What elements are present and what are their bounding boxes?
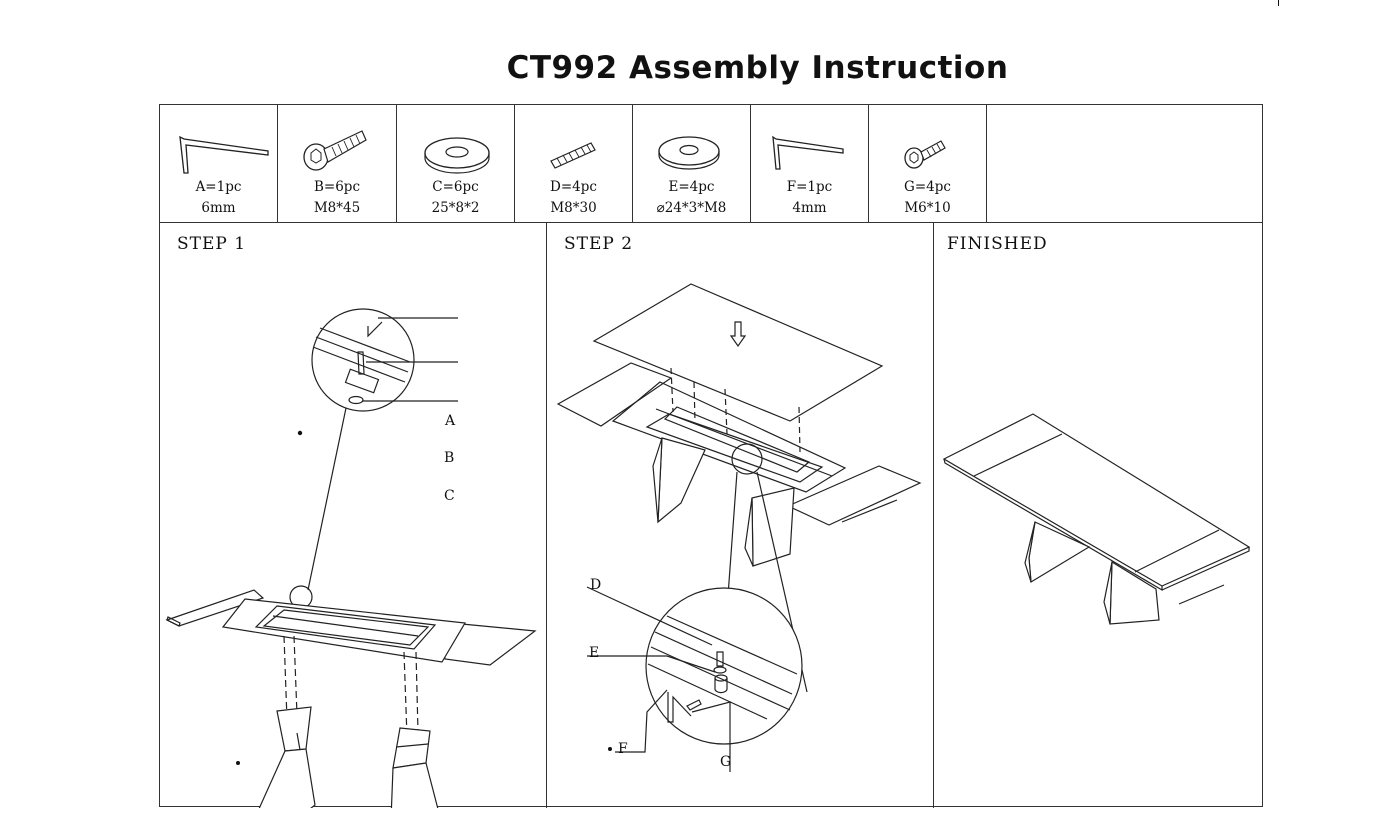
part-g: G=4pc M6*10: [869, 105, 987, 222]
part-c-spec: 25*8*2: [431, 200, 480, 216]
allen-key-icon: [179, 135, 269, 174]
instruction-frame: A=1pc 6mm B=6pc M8*45: [159, 104, 1264, 808]
step2-panel: STEP 2: [547, 222, 934, 808]
step1-diagram: [165, 308, 537, 808]
callout-f: F: [618, 741, 628, 757]
part-b-label: B=6pc: [313, 179, 361, 195]
step1-title: STEP 1: [177, 234, 247, 254]
part-c: C=6pc 25*8*2: [397, 105, 515, 222]
page-title: CT992 Assembly Instruction: [506, 50, 1009, 86]
part-e-label: E=4pc: [668, 179, 715, 195]
part-g-label: G=4pc: [904, 179, 951, 195]
part-b-spec: M8*45: [313, 200, 361, 216]
callout-e: E: [589, 645, 600, 661]
parts-list: A=1pc 6mm B=6pc M8*45: [160, 105, 1262, 223]
part-e-spec: ⌀24*3*M8: [656, 200, 727, 216]
callout-b: B: [444, 450, 455, 466]
part-a-spec: 6mm: [201, 200, 236, 216]
scan-dot: [236, 761, 240, 765]
allen-key-icon: [772, 135, 844, 170]
part-c-label: C=6pc: [432, 179, 479, 195]
part-e: E=4pc ⌀24*3*M8: [633, 105, 751, 222]
threaded-rod-icon: [550, 142, 596, 169]
part-f-spec: 4mm: [792, 200, 827, 216]
step1-panel: STEP 1: [160, 222, 547, 808]
part-f-label: F=1pc: [786, 179, 833, 195]
finished-panel: FINISHED: [934, 222, 1264, 808]
callout-g: G: [720, 754, 732, 770]
finished-diagram: [942, 413, 1251, 625]
part-a: A=1pc 6mm: [160, 105, 278, 222]
part-f: F=1pc 4mm: [751, 105, 869, 222]
step2-title: STEP 2: [564, 234, 634, 254]
callout-a: A: [445, 413, 456, 429]
part-a-label: A=1pc: [195, 179, 242, 195]
scan-edge-mark: [1278, 0, 1279, 6]
callout-d: D: [590, 577, 602, 593]
part-g-spec: M6*10: [904, 200, 951, 216]
finished-title: FINISHED: [947, 234, 1048, 254]
part-d: D=4pc M8*30: [515, 105, 633, 222]
socket-bolt-icon: [303, 130, 367, 171]
part-d-spec: M8*30: [550, 200, 597, 216]
flat-washer-icon: [658, 136, 720, 170]
callout-c: C: [444, 488, 455, 504]
part-d-label: D=4pc: [550, 179, 597, 195]
flat-washer-icon: [424, 137, 490, 174]
step2-diagram: [556, 283, 922, 772]
part-b: B=6pc M8*45: [278, 105, 397, 222]
socket-bolt-icon: [904, 140, 946, 169]
